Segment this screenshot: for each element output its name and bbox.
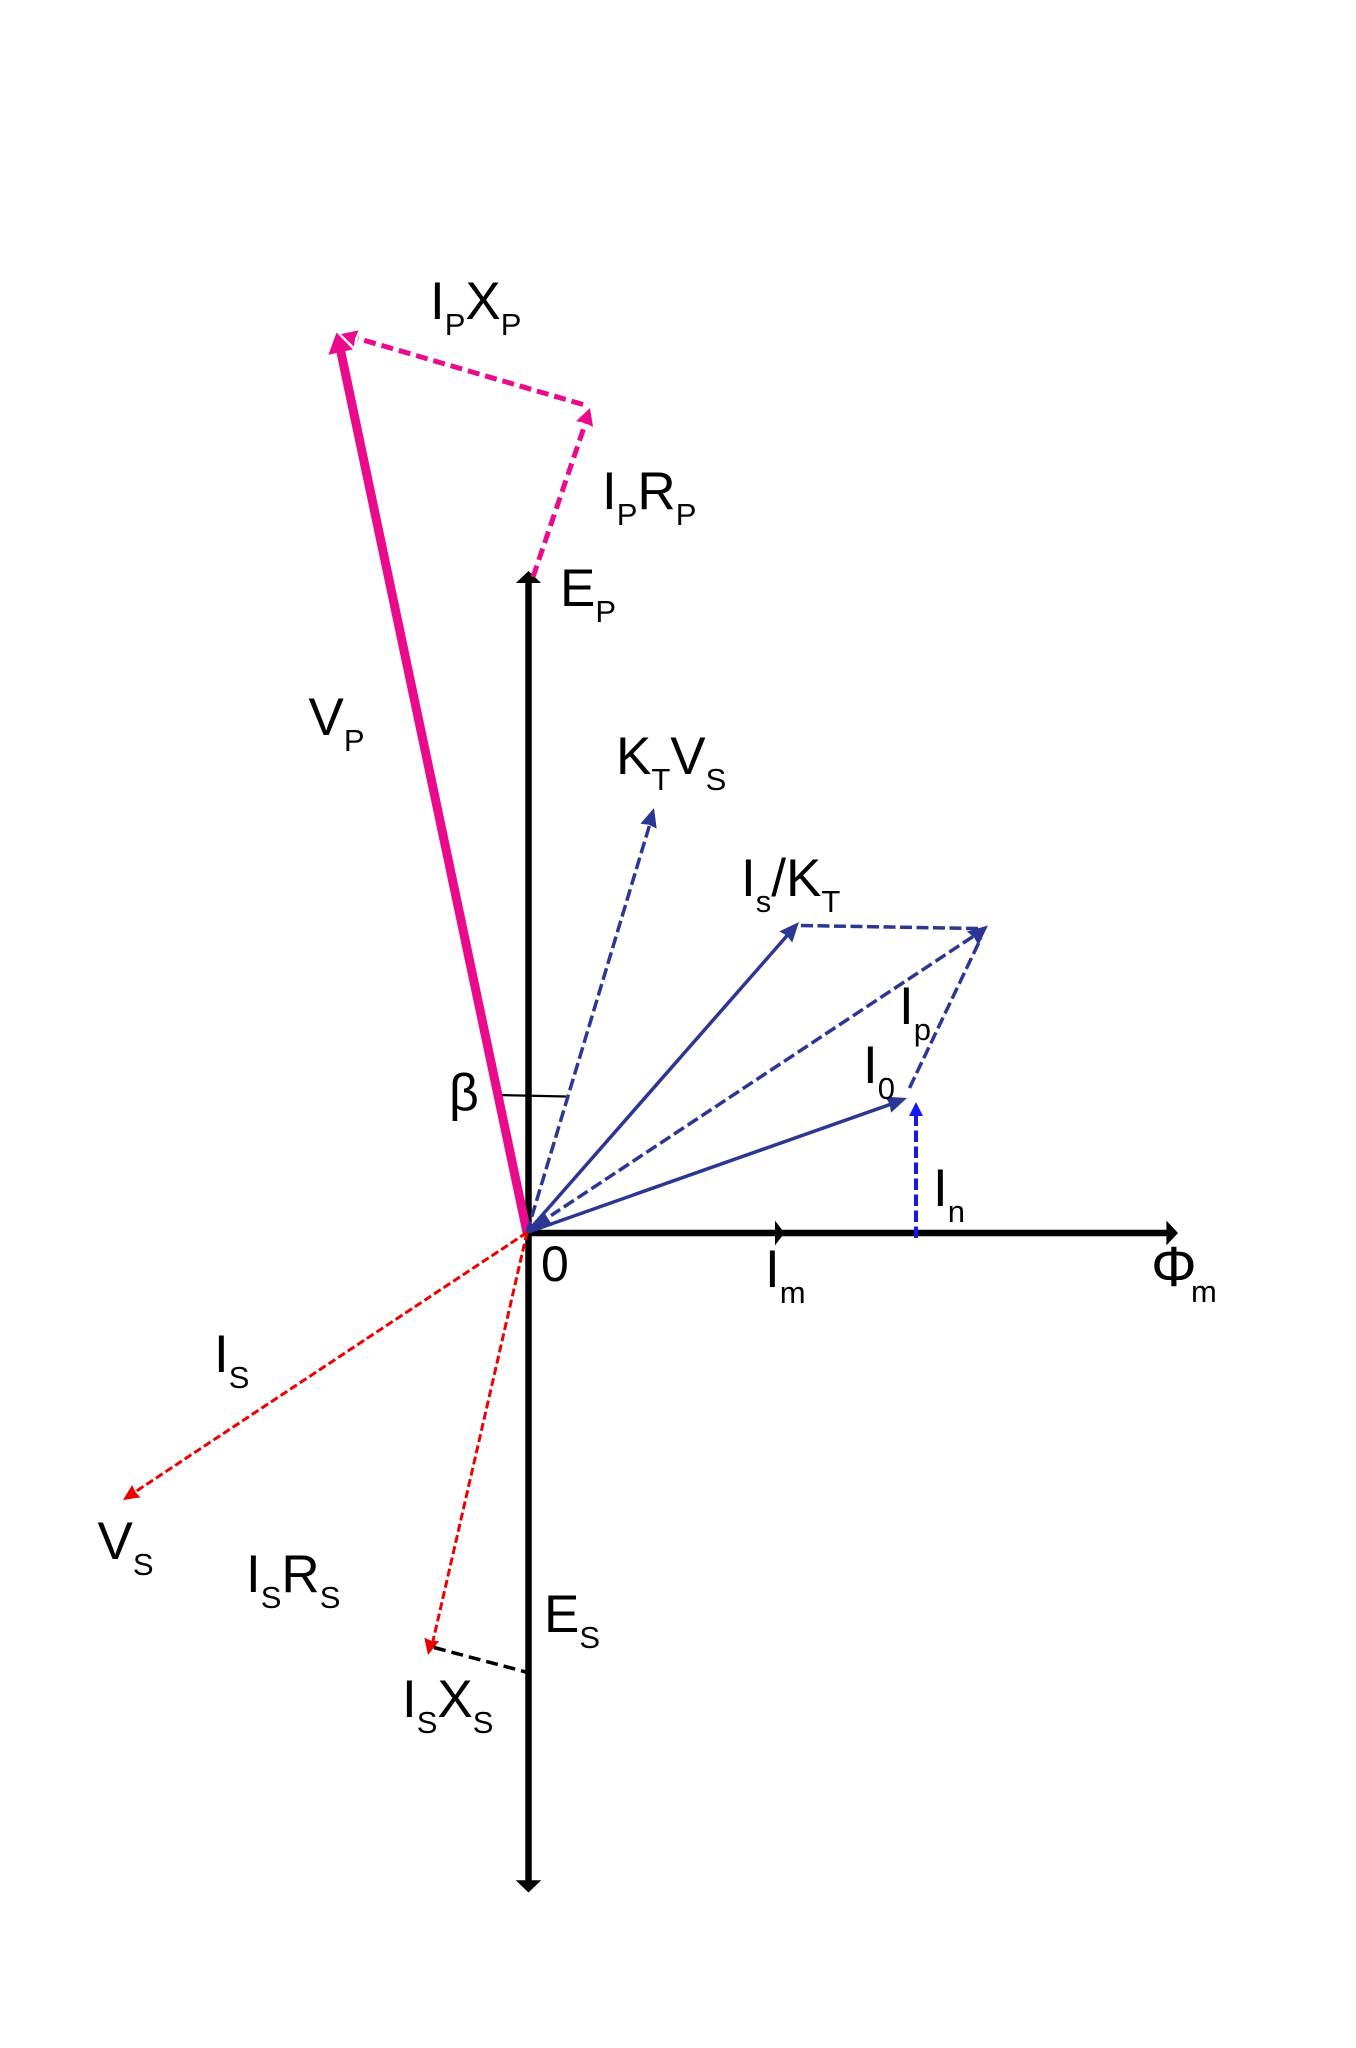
svg-text:ES: ES	[544, 1585, 600, 1655]
svg-text:Φ: Φ	[1151, 1235, 1197, 1299]
svg-text:EP: EP	[560, 559, 616, 629]
svg-text:ISXS: ISXS	[402, 1670, 493, 1740]
svg-text:m: m	[1191, 1274, 1217, 1309]
svg-text:0: 0	[541, 1236, 569, 1292]
svg-text:β: β	[449, 1064, 479, 1122]
